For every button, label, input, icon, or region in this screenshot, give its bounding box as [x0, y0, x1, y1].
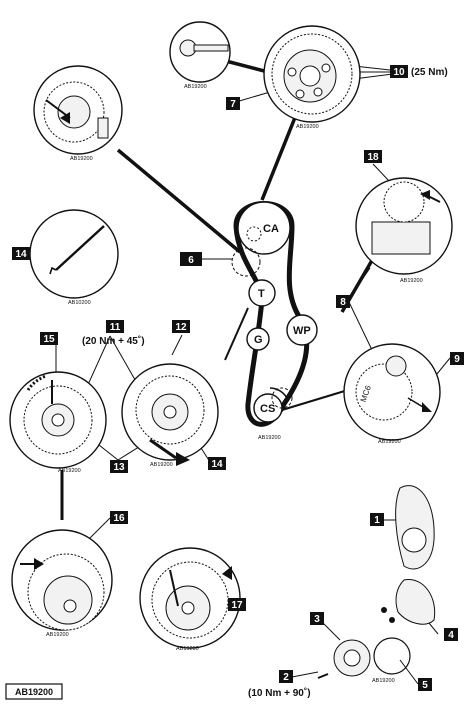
- pulley-label-ca: CA: [263, 223, 279, 235]
- svg-text:4: 4: [448, 630, 454, 641]
- svg-text:8: 8: [340, 297, 346, 308]
- callout-11: 11: [106, 320, 124, 333]
- svg-text:2: 2: [283, 672, 289, 683]
- exploded-parts: [317, 485, 436, 679]
- callout-9: 9: [450, 352, 464, 365]
- callout-12: 12: [172, 320, 190, 333]
- svg-text:6: 6: [188, 255, 194, 266]
- torque-2: (10 Nm + 90˚): [248, 687, 311, 699]
- svg-text:1: 1: [374, 515, 380, 526]
- svg-text:13: 13: [113, 462, 125, 473]
- camshaft-pulley: [237, 201, 291, 255]
- svg-text:12: 12: [175, 322, 187, 333]
- callout-16: 16: [110, 511, 128, 524]
- detail-top-left: [33, 65, 123, 155]
- callout-18: 18: [364, 150, 382, 163]
- callout-1: 1: [370, 513, 384, 526]
- code-bl2: AB19200: [176, 646, 199, 652]
- code-br: AB19200: [372, 678, 395, 684]
- callout-17: 17: [228, 598, 246, 611]
- svg-text:9: 9: [454, 354, 460, 365]
- guide-pulley: [246, 327, 270, 351]
- callout-10: 10: [390, 65, 408, 78]
- tensioner-pulley: [248, 279, 276, 307]
- detail-17: [139, 547, 241, 649]
- callout-13: 13: [110, 460, 128, 473]
- callout-14a: 14: [12, 247, 30, 260]
- detail-camshaft-sprocket: [263, 25, 361, 123]
- detail-18: [355, 177, 453, 275]
- detail-top-pin: [169, 21, 231, 83]
- svg-text:16: 16: [113, 513, 125, 524]
- code-mid2: AB19200: [150, 462, 173, 468]
- svg-text:17: 17: [231, 600, 243, 611]
- code-18: AB19200: [400, 278, 423, 284]
- figure-id: AB19200: [5, 683, 63, 700]
- code-top-pin: AB19200: [184, 84, 207, 90]
- pulley-label-wp: WP: [293, 325, 311, 337]
- code-camshaft: AB19200: [296, 124, 319, 130]
- svg-text:3: 3: [314, 614, 320, 625]
- code-bl1: AB19200: [46, 632, 69, 638]
- pulley-label-cs: CS: [260, 403, 275, 415]
- torque-10: (25 Nm): [411, 67, 448, 78]
- svg-text:7: 7: [230, 99, 236, 110]
- svg-text:15: 15: [43, 334, 55, 345]
- svg-text:11: 11: [110, 322, 121, 333]
- pulley-label-g: G: [254, 334, 263, 346]
- callout-2: 2: [279, 670, 293, 683]
- code-mid1: AB19200: [58, 468, 81, 474]
- detail-9: [343, 343, 441, 441]
- callout-3: 3: [310, 612, 324, 625]
- water-pump-pulley: [286, 314, 318, 346]
- callout-15: 15: [40, 332, 58, 345]
- code-top-left: AB19200: [70, 156, 93, 162]
- torque-11: (20 Nm + 45˚): [82, 335, 145, 347]
- callout-14b: 14: [208, 457, 226, 470]
- code-belt: AB19200: [258, 435, 281, 441]
- callout-5: 5: [418, 678, 432, 691]
- detail-12: [121, 363, 219, 466]
- svg-text:AB19200: AB19200: [15, 687, 53, 697]
- svg-text:5: 5: [422, 680, 428, 691]
- svg-text:10: 10: [393, 67, 405, 78]
- svg-text:14: 14: [15, 249, 27, 260]
- callout-6: 6: [180, 252, 202, 266]
- pulley-label-t: T: [258, 288, 265, 300]
- svg-text:14: 14: [211, 459, 223, 470]
- callout-7: 7: [226, 97, 240, 110]
- code-9: AB19200: [378, 439, 401, 445]
- pulleys: [231, 201, 318, 423]
- callout-8: 8: [336, 295, 350, 308]
- callout-4: 4: [444, 628, 458, 641]
- svg-text:18: 18: [367, 152, 379, 163]
- detail-16: [11, 529, 113, 631]
- detail-pin-tool: [29, 209, 119, 299]
- detail-15: [9, 371, 107, 469]
- code-tool: AB10200: [68, 300, 91, 306]
